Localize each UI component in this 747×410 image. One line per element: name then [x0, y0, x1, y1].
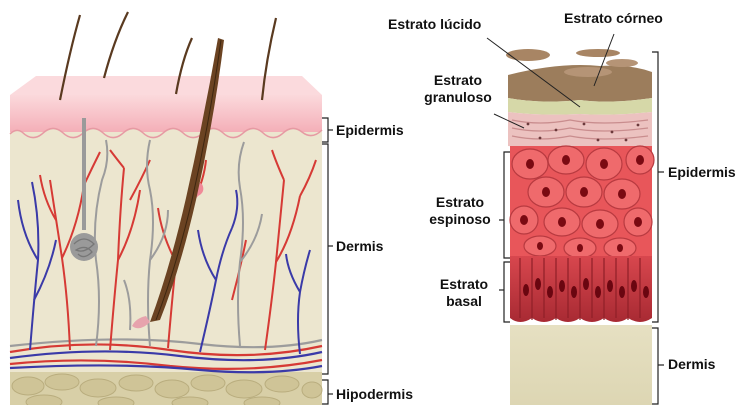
epidermis-detail: [506, 49, 654, 405]
hypodermis-bracket: [322, 380, 328, 404]
spinosum-label-line2: espinoso: [424, 211, 496, 228]
stratum-basale: [510, 256, 652, 322]
granulosum-label: Estrato granuloso: [416, 72, 500, 106]
dermis-label: Dermis: [336, 238, 383, 255]
basal-label-line2: basal: [432, 293, 496, 310]
granulosum-label-line2: granuloso: [416, 89, 500, 106]
skin-top-surface: [10, 76, 322, 95]
epidermis-label: Epidermis: [336, 122, 404, 139]
basal-label-line1: Estrato: [432, 276, 496, 293]
lucid-label: Estrato lúcido: [388, 16, 481, 33]
epidermis-detail-label: Epidermis: [668, 164, 736, 181]
dermis-detail-label: Dermis: [668, 356, 715, 373]
dermis-bracket: [322, 144, 328, 374]
spinosum-bracket: [504, 152, 510, 258]
hypodermis-label: Hipodermis: [336, 386, 413, 403]
epidermis-bracket: [322, 118, 328, 142]
basal-bracket: [504, 262, 510, 322]
spinosum-label: Estrato espinoso: [424, 194, 496, 228]
dermis-layer: [10, 132, 322, 372]
spinosum-label-line1: Estrato: [424, 194, 496, 211]
skin-block: [10, 12, 322, 405]
epidermis-detail-bracket: [652, 52, 658, 322]
corneum-label: Estrato córneo: [564, 10, 663, 27]
stratum-corneum: [506, 49, 652, 102]
dermis-detail-layer: [510, 325, 652, 405]
basal-label: Estrato basal: [432, 276, 496, 310]
granulosum-label-line1: Estrato: [416, 72, 500, 89]
dermis-detail-bracket: [652, 328, 658, 404]
